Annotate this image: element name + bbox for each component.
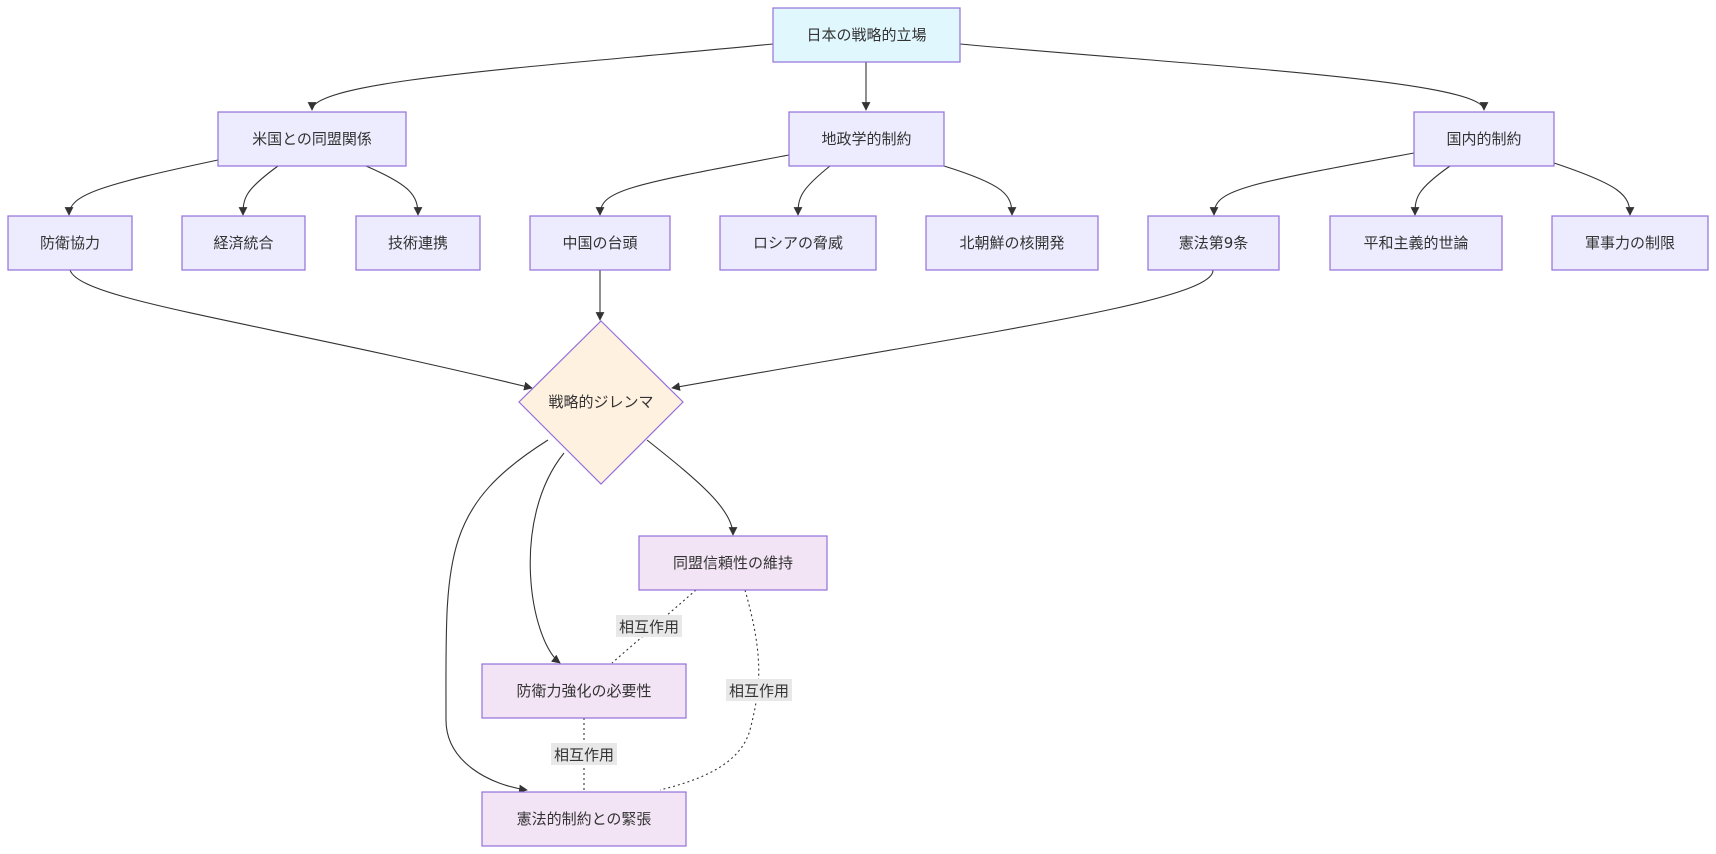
svg-text:相互作用: 相互作用 (619, 618, 679, 636)
svg-text:防衛協力: 防衛協力 (40, 234, 100, 252)
edge-geopolitics-north-korea (943, 165, 1017, 216)
edge-domestic-article9 (1209, 152, 1415, 216)
svg-text:日本の戦略的立場: 日本の戦略的立場 (806, 26, 926, 44)
edge-article9-dilemma (671, 269, 1214, 391)
node-root[interactable]: 日本の戦略的立場 (772, 7, 961, 63)
edge-alliance-defense-coop (64, 159, 219, 216)
edge-dilemma-defense-need (529, 452, 565, 664)
svg-text:防衛力強化の必要性: 防衛力強化の必要性 (516, 682, 651, 700)
edge-dilemma-tension (445, 439, 549, 794)
svg-text:憲法的制約との緊張: 憲法的制約との緊張 (517, 810, 652, 828)
edge-geopolitics-china (595, 154, 790, 216)
edge-domestic-military-limits (1553, 162, 1635, 216)
edge-geopolitics-russia (793, 165, 831, 216)
node-article9[interactable]: 憲法第9条 (1147, 215, 1280, 271)
edge-alliance-economic (238, 165, 279, 216)
svg-text:経済統合: 経済統合 (213, 234, 273, 252)
edge-label-credibility-tension: 相互作用 (726, 679, 792, 701)
node-tech[interactable]: 技術連携 (355, 215, 481, 271)
node-domestic[interactable]: 国内的制約 (1413, 111, 1555, 167)
svg-text:軍事力の制限: 軍事力の制限 (1585, 234, 1675, 252)
node-russia[interactable]: ロシアの脅威 (719, 215, 877, 271)
svg-text:ロシアの脅威: ロシアの脅威 (753, 234, 843, 252)
edge-credibility-tension (659, 589, 760, 791)
svg-text:中国の台頭: 中国の台頭 (562, 234, 637, 252)
edge-label-defense-need-tension: 相互作用 (551, 743, 617, 765)
svg-text:同盟信頼性の維持: 同盟信頼性の維持 (673, 554, 793, 572)
node-alliance[interactable]: 米国との同盟関係 (217, 111, 407, 167)
node-tension[interactable]: 憲法的制約との緊張 (481, 791, 687, 847)
edge-root-alliance (307, 43, 774, 111)
node-military-limits[interactable]: 軍事力の制限 (1551, 215, 1709, 271)
svg-text:相互作用: 相互作用 (554, 746, 614, 764)
svg-text:地政学的制約: 地政学的制約 (821, 130, 911, 148)
svg-text:米国との同盟関係: 米国との同盟関係 (252, 130, 372, 148)
edge-alliance-tech (365, 165, 423, 216)
node-dilemma[interactable]: 戦略的ジレンマ (518, 320, 684, 485)
edge-label-credibility-defense-need: 相互作用 (616, 615, 682, 637)
svg-text:憲法第9条: 憲法第9条 (1179, 234, 1249, 252)
svg-text:戦略的ジレンマ: 戦略的ジレンマ (548, 393, 653, 411)
node-china[interactable]: 中国の台頭 (529, 215, 671, 271)
edge-domestic-pacifism (1410, 165, 1451, 216)
node-defense-coop[interactable]: 防衛協力 (7, 215, 133, 271)
edge-root-domestic (959, 43, 1489, 111)
svg-text:国内的制約: 国内的制約 (1446, 130, 1521, 148)
node-economic[interactable]: 経済統合 (181, 215, 306, 271)
svg-text:北朝鮮の核開発: 北朝鮮の核開発 (959, 234, 1064, 252)
node-north-korea[interactable]: 北朝鮮の核開発 (925, 215, 1099, 271)
node-credibility[interactable]: 同盟信頼性の維持 (638, 535, 828, 591)
svg-text:相互作用: 相互作用 (729, 682, 789, 700)
svg-text:技術連携: 技術連携 (388, 234, 448, 252)
node-pacifism[interactable]: 平和主義的世論 (1329, 215, 1503, 271)
node-geopolitics[interactable]: 地政学的制約 (788, 111, 945, 167)
svg-text:平和主義的世論: 平和主義的世論 (1363, 234, 1468, 252)
edge-defense-coop-dilemma (69, 269, 533, 391)
edge-dilemma-credibility (646, 439, 738, 536)
node-defense-need[interactable]: 防衛力強化の必要性 (481, 663, 687, 719)
